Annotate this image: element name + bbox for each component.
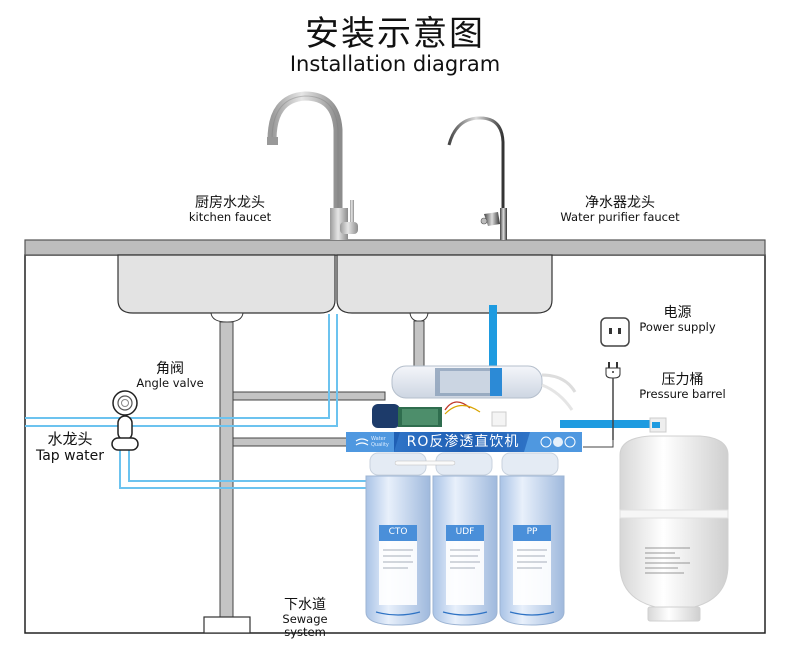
label-kitchen-faucet-cn: 厨房水龙头 — [195, 195, 265, 211]
label-pressure-barrel-cn: 压力桶 — [661, 372, 704, 388]
drain-pipe-horizontal-1 — [232, 391, 386, 401]
filter-cto — [365, 475, 431, 626]
filter-pp — [499, 475, 565, 626]
brand-line-1: Water — [371, 436, 386, 442]
kitchen-faucet-icon — [267, 91, 358, 240]
filter-label-udf: UDF — [455, 527, 475, 537]
label-tap-water: 水龙头 Tap water — [30, 430, 110, 465]
brand-text: Water Quality — [371, 436, 389, 448]
label-power-supply-cn: 电源 — [663, 305, 692, 321]
filter-udf — [432, 475, 498, 626]
brand-line-2: Quality — [371, 442, 389, 448]
filter-label-pp: PP — [526, 527, 538, 537]
title-english: Installation diagram — [289, 52, 501, 76]
label-purifier-faucet-cn: 净水器龙头 — [585, 195, 655, 211]
label-angle-valve-cn: 角阀 — [156, 361, 184, 377]
label-power-supply: 电源 Power supply — [635, 305, 720, 334]
purifier-faucet-icon — [447, 116, 507, 240]
label-power-supply-en: Power supply — [639, 320, 716, 335]
angle-valve-icon — [111, 390, 139, 451]
sink-left — [117, 254, 336, 314]
label-kitchen-faucet-en: kitchen faucet — [188, 210, 272, 225]
label-kitchen-faucet: 厨房水龙头 kitchen faucet — [180, 195, 280, 224]
label-angle-valve-en: Angle valve — [136, 376, 204, 391]
label-purifier-faucet-en: Water purifier faucet — [560, 210, 680, 225]
sewage-outlet — [203, 616, 251, 634]
label-tap-water-cn: 水龙头 — [47, 430, 93, 448]
ro-machine — [346, 365, 582, 626]
power-socket-icon — [600, 317, 630, 347]
countertop — [24, 239, 766, 256]
label-pressure-barrel: 压力桶 Pressure barrel — [635, 372, 730, 401]
label-purifier-faucet: 净水器龙头 Water purifier faucet — [555, 195, 685, 224]
label-pressure-barrel-en: Pressure barrel — [639, 387, 726, 402]
label-sewage-system: 下水道 Sewage system — [260, 597, 350, 640]
purified-water-line-up — [489, 305, 497, 387]
pressure-barrel-line — [560, 420, 658, 428]
power-cord — [583, 440, 614, 448]
filter-label-cto: CTO — [388, 527, 408, 537]
pressure-barrel-tank — [619, 417, 729, 622]
label-angle-valve: 角阀 Angle valve — [130, 361, 210, 390]
label-tap-water-en: Tap water — [35, 448, 105, 465]
power-plug-icon — [605, 362, 621, 440]
drain-pipe-horizontal-2 — [232, 437, 354, 447]
sink-right — [336, 254, 553, 314]
drain-pipe-main — [219, 321, 234, 618]
label-sewage-system-cn: 下水道 — [284, 597, 326, 613]
machine-banner-text: RO反渗透直饮机 — [406, 434, 520, 450]
label-sewage-system-en: Sewage system — [282, 612, 328, 640]
title-chinese: 安装示意图 — [305, 14, 485, 54]
